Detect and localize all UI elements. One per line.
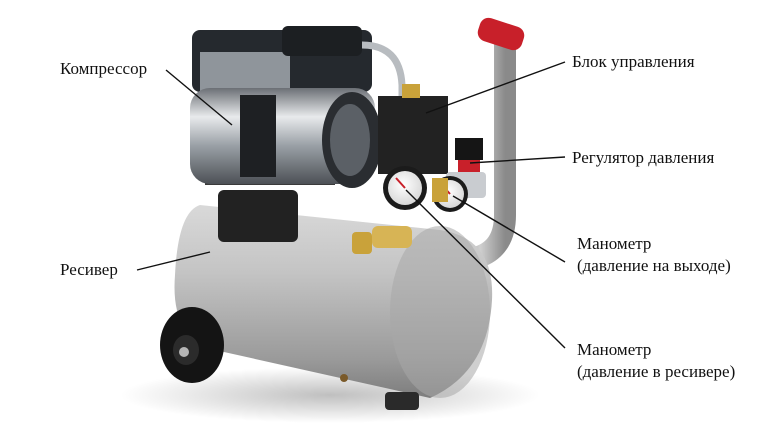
- drain-valve: [340, 374, 348, 382]
- control-unit-fitting: [402, 84, 420, 98]
- label-control-unit: Блок управления: [572, 52, 695, 71]
- leader-gauge-outlet: [452, 195, 566, 263]
- leader-pressure-regulator: [469, 156, 566, 164]
- label-gauge-receiver: Манометр (давление в ресивере): [577, 339, 735, 383]
- label-gauge-outlet-line2: (давление на выходе): [577, 256, 731, 275]
- discharge-pipe: [361, 41, 406, 100]
- leader-gauge-receiver: [405, 189, 566, 349]
- label-gauge-outlet: Манометр (давление на выходе): [577, 233, 731, 277]
- receiver-tank: [174, 205, 493, 410]
- leader-compressor: [165, 69, 233, 126]
- label-gauge-outlet-line1: Манометр: [577, 234, 652, 253]
- label-pressure-regulator: Регулятор давления: [572, 148, 715, 167]
- control-unit-box: [378, 96, 448, 174]
- label-gauge-receiver-line2: (давление в ресивере): [577, 362, 736, 381]
- leader-receiver: [136, 251, 211, 271]
- leader-lines: [136, 61, 566, 349]
- label-receiver: Ресивер: [60, 260, 118, 279]
- label-gauge-receiver-line1: Манометр: [577, 340, 652, 359]
- handle-grip: [477, 17, 525, 51]
- leader-control-unit: [425, 61, 566, 114]
- label-compressor: Компрессор: [60, 59, 148, 78]
- brass-fittings: [352, 178, 448, 254]
- wheel: [160, 307, 224, 383]
- rear-foot: [385, 392, 419, 410]
- compressor-unit: [190, 26, 382, 242]
